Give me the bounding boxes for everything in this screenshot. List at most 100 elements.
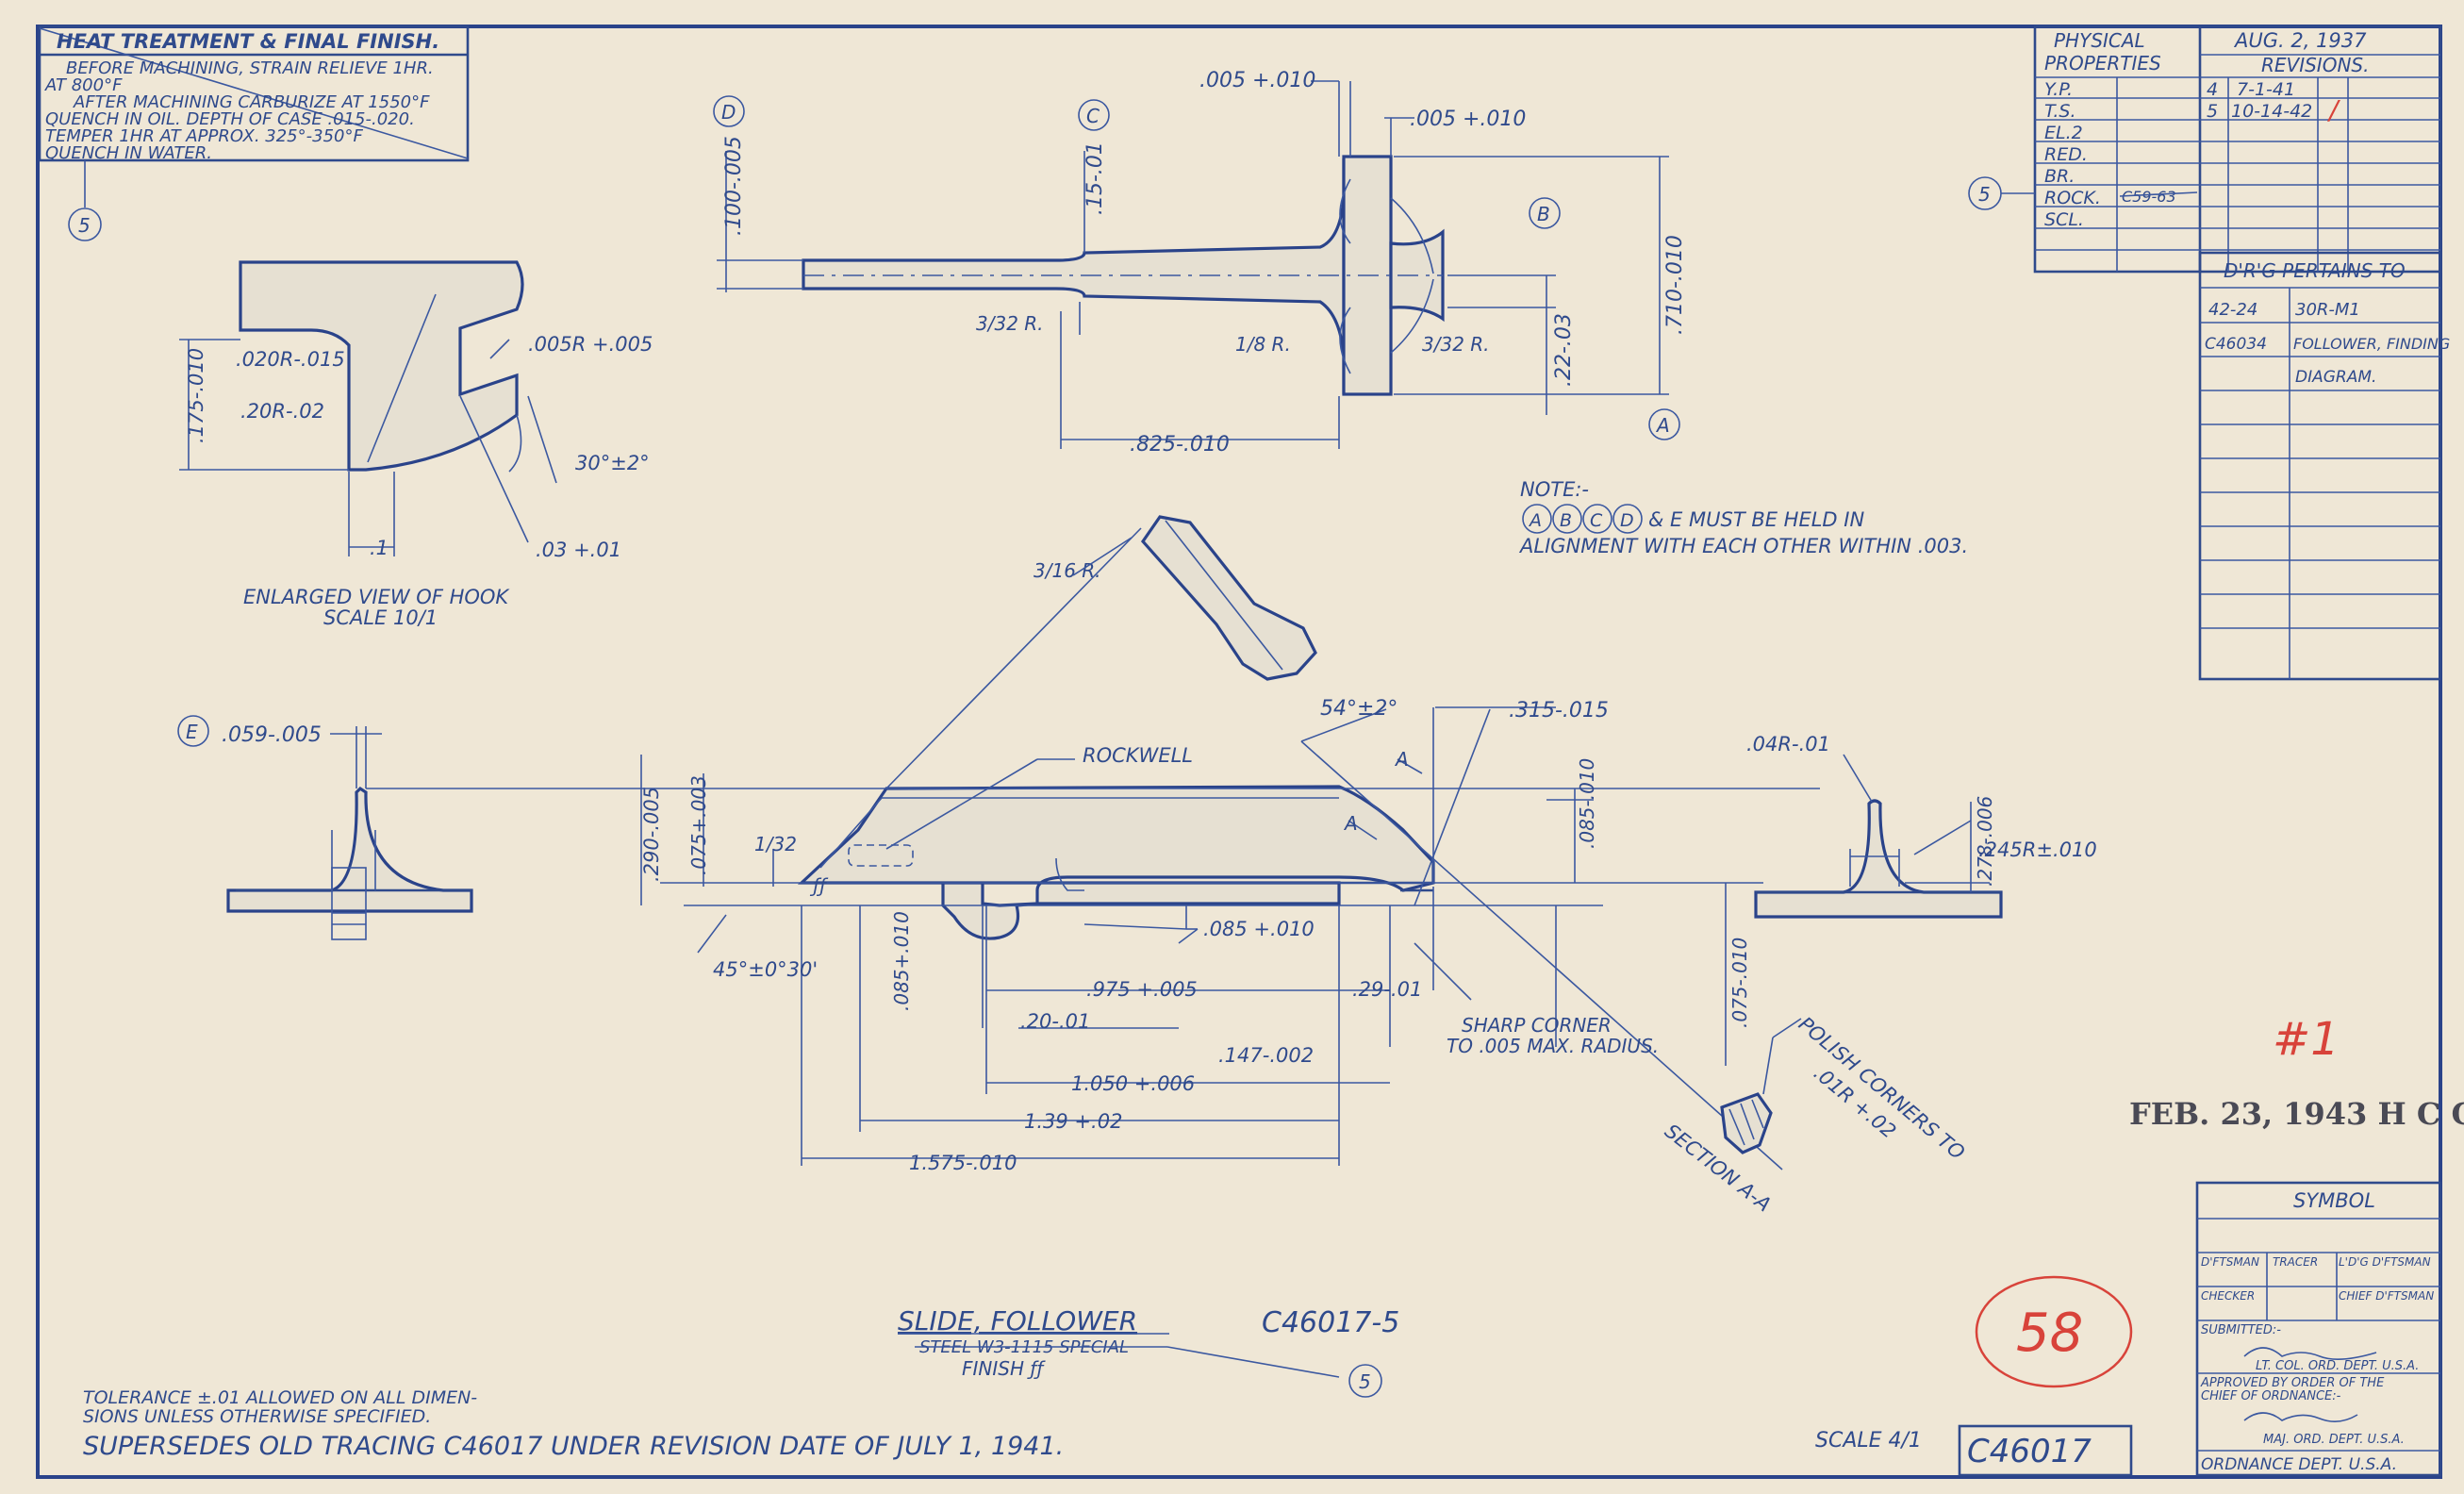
label-dimensions-datums-3: A — [1655, 414, 1670, 437]
rotated-view: 3/16 R. — [1034, 515, 1317, 681]
part-name: SLIDE, FOLLOWER — [898, 1305, 1137, 1336]
label-symbol_block-approved-1: CHIEF OF ORDNANCE:- — [2201, 1389, 2341, 1403]
label-dimensions-main-13: .29-.01 — [1352, 978, 1422, 1001]
label-dimensions-hook_caption-1: SCALE 10/1 — [323, 606, 438, 629]
label-dimensions-datums-3: A — [1528, 510, 1542, 531]
label-dimensions-notes_sharp-1: TO .005 MAX. RADIUS. — [1447, 1035, 1659, 1057]
label-dimensions-hook-3: .175-.010 — [185, 348, 207, 443]
heat-line-1: BEFORE MACHINING, STRAIN RELIEVE 1HR. — [66, 58, 434, 78]
label-symbol_block-approved-0: APPROVED BY ORDER OF THE — [2200, 1376, 2385, 1390]
label-symbol_block-draftsman: D'FTSMAN — [2201, 1255, 2259, 1269]
label-dimensions-main-20: .075-.010 — [1728, 938, 1751, 1028]
label-dimensions-top_view-3: .15-.01 — [1083, 141, 1107, 215]
heat-line-3: AFTER MACHINING CARBURIZE AT 1550°F — [73, 92, 430, 112]
label-dimensions-main-4: .290-.005 — [640, 787, 663, 882]
label-dimensions-main-17: 1.575-.010 — [909, 1152, 1017, 1174]
label-dimensions-datums-1: C — [1590, 510, 1603, 531]
label-dimensions-main-12: .20-.01 — [1020, 1010, 1090, 1033]
datum-c — [1078, 99, 1110, 131]
label-properties-rows-3: RED. — [2044, 144, 2088, 165]
rock-value-struck: C59-63 — [2122, 188, 2176, 206]
label-dimensions-main-1: 54°±2° — [1320, 697, 1397, 721]
label-revisions-rows-1-no: 5 — [2207, 101, 2218, 122]
datum-b — [1529, 197, 1561, 229]
label-dimensions-top_view-2: .100-.005 — [722, 136, 746, 236]
supersedes-note: SUPERSEDES OLD TRACING C46017 UNDER REVI… — [83, 1432, 1064, 1461]
label-revisions-rows-0-no: 4 — [2207, 79, 2218, 100]
label-properties-rows-1: T.S. — [2044, 101, 2076, 122]
alignment-note: NOTE:- A B C D & E MUST BE HELD IN ALIGN… — [1518, 478, 1968, 557]
label-note-line1_suffix: & E MUST BE HELD IN — [1648, 508, 1864, 531]
part-number: C46017-5 — [1262, 1306, 1399, 1339]
red-tick: / — [2326, 94, 2340, 125]
section-aa — [1720, 1018, 1802, 1154]
label-symbol_block-checker: CHECKER — [2201, 1289, 2255, 1303]
revisions-date: AUG. 2, 1937 — [2233, 29, 2367, 52]
label-note-label: NOTE:- — [1520, 478, 1589, 501]
scale-label: SCALE 4/1 — [1815, 1429, 1922, 1452]
label-symbol_block-title: SYMBOL — [2293, 1189, 2375, 1212]
label-properties-rows-2: EL.2 — [2044, 123, 2083, 143]
heat-line-5: TEMPER 1HR AT APPROX. 325°-350°F — [45, 126, 363, 146]
label-pertains-rows-1-1: FOLLOWER, FINDING — [2293, 335, 2450, 353]
label-dimensions-main-14: .147-.002 — [1218, 1044, 1314, 1067]
symbol-block: SYMBOL D'FTSMAN TRACER L'D'G D'FTSMAN CH… — [2195, 1181, 2442, 1477]
label-symbol_block-lt_col: LT. COL. ORD. DEPT. U.S.A. — [2256, 1359, 2419, 1373]
label-dimensions-main-18: .085-.010 — [1576, 758, 1598, 849]
label-symbol_block-dept: ORDNANCE DEPT. U.S.A. — [2201, 1455, 2397, 1474]
label-dimensions-main-6: 1/32 — [754, 833, 797, 855]
label-properties-rows-6: SCL. — [2044, 209, 2084, 230]
label-dimensions-top_view-1: .005 +.010 — [1410, 108, 1526, 131]
sheet-border — [36, 25, 2442, 1479]
label-dimensions-main-22: .245R±.010 — [1978, 838, 2097, 861]
revisions-title: REVISIONS. — [2261, 54, 2369, 76]
label-dimensions-notes_sharp-0: SHARP CORNER — [1462, 1014, 1612, 1037]
stamps: FEB. 23, 1943 H C G #1 58 — [1975, 1013, 2464, 1388]
label-dimensions-main-21: .04R-.01 — [1746, 733, 1830, 755]
label-revisions-rows-0-date: 7-1-41 — [2237, 79, 2295, 100]
label-dimensions-top_view-4: 3/32 R. — [976, 312, 1044, 335]
label-pertains-rows-0-0: 42-24 — [2208, 300, 2257, 320]
date-stamp: FEB. 23, 1943 H C G — [2129, 1096, 2464, 1132]
label-dimensions-hook-0: .005R +.005 — [528, 333, 653, 356]
finish-label: FINISH ƒƒ — [962, 1357, 1046, 1380]
main-view: 54°±2° .315-.015 ROCKWELL .290-.005 .075… — [222, 527, 2097, 1216]
pertains-table: D'R'G PERTAINS TO 42-24 30R-M1 C46034 FO… — [2198, 251, 2450, 681]
top-view: .005 +.010 .005 +.010 .100-.005 .15-.01 … — [713, 69, 1687, 456]
label-dimensions-main-9: .085+.010 — [890, 911, 913, 1011]
heat-line-6: QUENCH IN WATER. — [45, 143, 212, 163]
label-symbol_block-chk_draftsman: L'D'G D'FTSMAN — [2339, 1255, 2431, 1269]
end-view-right — [1754, 754, 2003, 919]
label-properties-header-0: PHYSICAL — [2054, 29, 2145, 52]
label-dimensions-datums-4: E — [186, 721, 198, 743]
label-dimensions-top_view-6: 3/32 R. — [1422, 333, 1490, 356]
label-dimensions-main-10: .085 +.010 — [1203, 918, 1315, 940]
label-dimensions-main-7: ƒƒ — [809, 874, 829, 897]
label-dimensions-polish-0: POLISH CORNERS TO — [1794, 1012, 1969, 1164]
label-pertains-rows-2-1: DIAGRAM. — [2295, 368, 2376, 387]
label-dimensions-main-24: A — [1394, 748, 1409, 771]
revision-circle — [68, 208, 102, 241]
label-note-line2: ALIGNMENT WITH EACH OTHER WITHIN .003. — [1518, 535, 1968, 557]
label-symbol_block-maj: MAJ. ORD. DEPT. U.S.A. — [2263, 1433, 2405, 1447]
label-dimensions-top_view-0: .005 +.010 — [1199, 69, 1315, 92]
label-dimensions-main-3: ROCKWELL — [1083, 744, 1193, 767]
label-dimensions-top_view-8: .710-.010 — [1663, 235, 1687, 335]
label-revisions-rows-1-date: 10-14-42 — [2231, 101, 2312, 122]
heat-line-2: AT 800°F — [44, 75, 123, 95]
label-dimensions-main-0: 3/16 R. — [1034, 559, 1101, 582]
label-symbol_block-chief: CHIEF D'FTSMAN — [2339, 1289, 2434, 1303]
heat-title: HEAT TREATMENT & FINAL FINISH. — [57, 30, 439, 53]
end-view-e: E — [177, 715, 660, 940]
label-dimensions-datums-2: B — [1537, 203, 1550, 225]
label-pertains-rows-0-1: 30R-M1 — [2295, 300, 2360, 320]
tolerance-note: TOLERANCE ±.01 ALLOWED ON ALL DIMEN- — [83, 1387, 477, 1408]
label-dimensions-hook-2: .20R-.02 — [240, 400, 324, 423]
label-dimensions-main-25: A — [1343, 812, 1358, 835]
label-properties-rows-4: BR. — [2044, 166, 2075, 187]
label-dimensions-hook-1: .020R-.015 — [236, 348, 345, 371]
properties-table: PHYSICAL PROPERTIES Y.P. T.S. EL.2 RED. … — [1968, 25, 2442, 274]
datum-a — [1648, 408, 1680, 440]
